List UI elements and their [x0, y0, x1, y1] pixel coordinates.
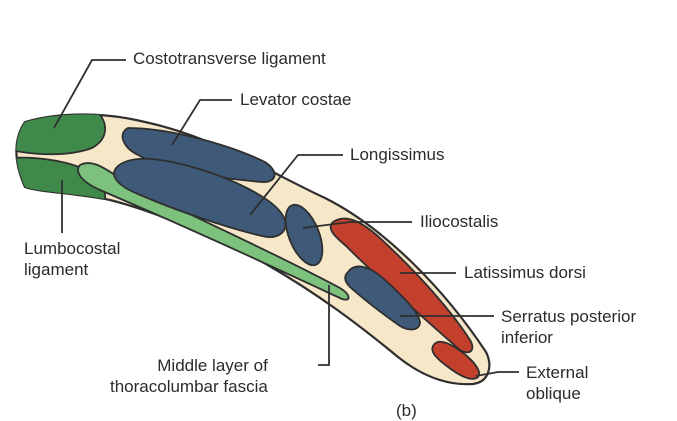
- figure-tag: (b): [396, 400, 417, 421]
- label-serratus-line2: inferior: [501, 327, 636, 348]
- label-fascia-line2: thoracolumbar fascia: [110, 376, 268, 397]
- costotransverse-ligament-area: [10, 110, 105, 154]
- label-thoracolumbar-fascia: Middle layer of thoracolumbar fascia: [110, 355, 268, 397]
- label-serratus-posterior-inferior: Serratus posterior inferior: [501, 306, 636, 348]
- label-serratus-line1: Serratus posterior: [501, 306, 636, 327]
- label-external-oblique: External oblique: [526, 362, 588, 404]
- label-longissimus: Longissimus: [350, 144, 445, 165]
- label-lumbocostal-line2: ligament: [24, 259, 120, 280]
- label-levator-costae: Levator costae: [240, 89, 352, 110]
- label-external-line1: External: [526, 362, 588, 383]
- label-costotransverse-ligament: Costotransverse ligament: [133, 48, 326, 69]
- label-lumbocostal-ligament: Lumbocostal ligament: [24, 238, 120, 280]
- label-latissimus-dorsi: Latissimus dorsi: [464, 262, 586, 283]
- label-lumbocostal-line1: Lumbocostal: [24, 238, 120, 259]
- label-external-line2: oblique: [526, 383, 588, 404]
- label-iliocostalis: Iliocostalis: [420, 211, 498, 232]
- label-fascia-line1: Middle layer of: [110, 355, 268, 376]
